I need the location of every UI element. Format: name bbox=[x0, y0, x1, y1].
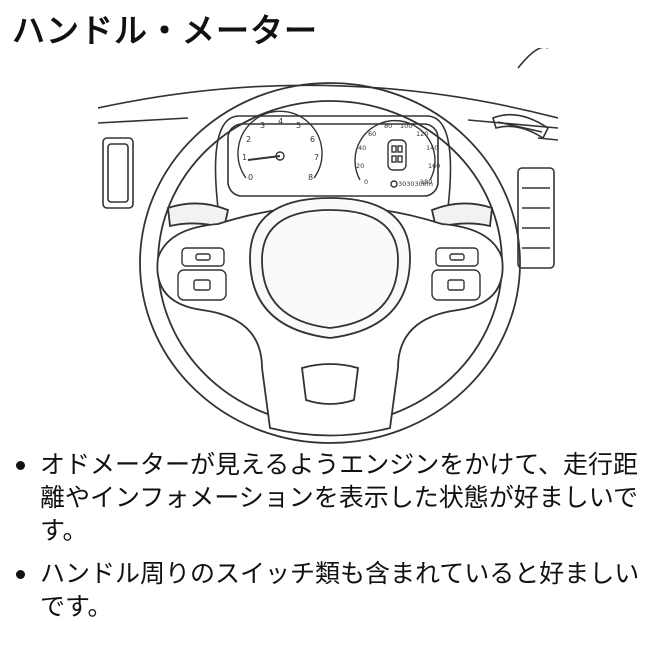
speed-tick-label: 100 bbox=[400, 122, 412, 130]
speed-tick-label: 0 bbox=[364, 178, 368, 186]
speed-tick-label: 60 bbox=[368, 130, 376, 138]
tach-tick-label: 7 bbox=[314, 153, 319, 162]
bullet-list: オドメーターが見えるようエンジンをかけて、走行距離やインフォメーションを表示した… bbox=[10, 448, 655, 633]
speed-tick-label: 160 bbox=[428, 162, 440, 170]
page-title: ハンドル・メーター bbox=[12, 11, 318, 50]
odometer-readout: 303030km bbox=[398, 180, 433, 188]
right-spoke-switches bbox=[431, 247, 481, 301]
tachometer-tick-labels: 0 1 2 3 4 5 6 7 8 bbox=[242, 117, 319, 182]
speed-tick-label: 180 bbox=[420, 178, 432, 186]
speedometer-tick-labels: 0 20 40 60 80 100 120 140 160 180 303030… bbox=[356, 122, 440, 188]
tach-tick-label: 0 bbox=[248, 173, 253, 182]
tach-tick-label: 6 bbox=[310, 135, 315, 144]
speedometer bbox=[354, 119, 436, 188]
speed-tick-label: 40 bbox=[358, 144, 366, 152]
speed-tick-label: 120 bbox=[416, 130, 428, 138]
steering-wheel bbox=[139, 82, 521, 444]
tach-tick-label: 1 bbox=[242, 153, 247, 162]
list-item: ハンドル周りのスイッチ類も含まれていると好ましいです。 bbox=[10, 557, 655, 623]
tach-tick-label: 3 bbox=[260, 121, 265, 130]
speed-tick-label: 20 bbox=[356, 162, 364, 170]
speed-tick-label: 140 bbox=[426, 144, 438, 152]
tach-tick-label: 5 bbox=[296, 121, 301, 130]
tach-tick-label: 4 bbox=[278, 117, 283, 126]
left-spoke-switches bbox=[177, 247, 227, 301]
tach-tick-label: 2 bbox=[246, 135, 251, 144]
tachometer bbox=[237, 110, 323, 179]
steering-wheel-illustration: 0 1 2 3 4 5 6 7 8 0 20 40 60 80 100 120 … bbox=[98, 48, 558, 444]
list-item: オドメーターが見えるようエンジンをかけて、走行距離やインフォメーションを表示した… bbox=[10, 448, 655, 547]
speed-tick-label: 80 bbox=[384, 122, 392, 130]
tach-tick-label: 8 bbox=[308, 173, 313, 182]
